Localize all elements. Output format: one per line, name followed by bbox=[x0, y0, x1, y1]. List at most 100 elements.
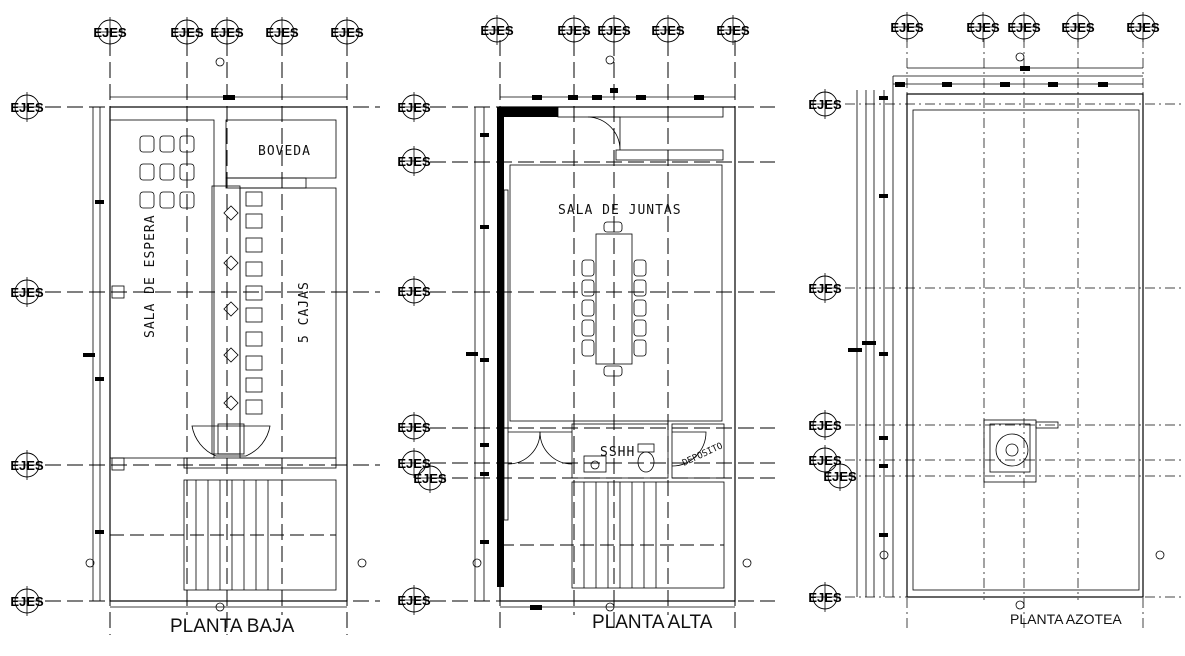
axis-bubble-label: EJES bbox=[890, 20, 924, 35]
axis-bubble: EJES bbox=[716, 15, 750, 45]
cashier-stations bbox=[223, 191, 263, 415]
tank-base bbox=[983, 419, 1037, 483]
label-deposito: DEPOSITO bbox=[681, 441, 725, 468]
plan-planta-baja: BOVEDA SALA DE ESPERA 5 CAJAS PLANTA BAJ… bbox=[45, 40, 380, 637]
axis-bubble-label: EJES bbox=[1007, 20, 1041, 35]
axis-bubble: EJES bbox=[10, 92, 44, 122]
section-marker-icon bbox=[357, 558, 367, 568]
axis-bubble: EJES bbox=[808, 582, 842, 612]
axis-bubble: EJES bbox=[413, 463, 447, 493]
meeting-table bbox=[595, 233, 633, 365]
label-sshh: SSHH bbox=[600, 445, 635, 460]
axis-bubble: EJES bbox=[597, 15, 631, 45]
stairs-baja bbox=[110, 457, 337, 591]
axis-bubble-label: EJES bbox=[397, 154, 431, 169]
axis-bubble: EJES bbox=[397, 448, 431, 478]
outer-wall-baja bbox=[109, 106, 348, 602]
parapet-inner bbox=[912, 109, 1140, 591]
label-boveda: BOVEDA bbox=[258, 144, 311, 159]
axis-bubble-label: EJES bbox=[330, 25, 364, 40]
west-wall-fill bbox=[497, 107, 504, 587]
axis-bubble-label: EJES bbox=[808, 453, 842, 468]
dimension-lines-azotea bbox=[848, 66, 1143, 597]
stairs-alta bbox=[500, 481, 725, 589]
axis-lines-horizontal-alta bbox=[430, 106, 775, 602]
axis-bubble: EJES bbox=[265, 17, 299, 47]
label-sala-juntas: SALA DE JUNTAS bbox=[558, 203, 682, 218]
cajas-outline bbox=[239, 187, 337, 459]
sshh-outline bbox=[571, 423, 669, 479]
section-marker-icon bbox=[1155, 550, 1165, 560]
axis-bubble-label: EJES bbox=[808, 281, 842, 296]
axis-bubble-label: EJES bbox=[397, 284, 431, 299]
vestibule bbox=[191, 425, 271, 457]
axis-lines-vertical-azotea bbox=[906, 38, 1144, 628]
axis-bubble: EJES bbox=[1126, 12, 1160, 42]
axis-bubble-label: EJES bbox=[808, 97, 842, 112]
axis-bubble-label: EJES bbox=[597, 23, 631, 38]
axis-bubble: EJES bbox=[397, 412, 431, 442]
section-marker-icon bbox=[215, 57, 225, 67]
door-left bbox=[507, 431, 541, 465]
axis-bubble-label: EJES bbox=[557, 23, 591, 38]
section-marker-icon bbox=[879, 550, 889, 560]
axis-bubble-label: EJES bbox=[10, 100, 44, 115]
label-cajas: 5 CAJAS bbox=[297, 281, 312, 343]
axis-bubble-label: EJES bbox=[397, 420, 431, 435]
section-marker-icon bbox=[1015, 52, 1025, 62]
axis-bubble: EJES bbox=[808, 89, 842, 119]
axis-bubble: EJES bbox=[397, 146, 431, 176]
axis-bubble-label: EJES bbox=[480, 23, 514, 38]
axis-bubble: EJES bbox=[10, 277, 44, 307]
axis-bubble: EJES bbox=[10, 586, 44, 616]
dimension-lines-baja bbox=[83, 95, 347, 608]
axis-bubble-label: EJES bbox=[265, 25, 299, 40]
axis-bubble: EJES bbox=[397, 276, 431, 306]
section-marker-icon bbox=[605, 602, 615, 612]
deposito-outline bbox=[671, 423, 725, 479]
axis-bubble-label: EJES bbox=[413, 471, 447, 486]
axis-bubble-label: EJES bbox=[1061, 20, 1095, 35]
section-marker-icon bbox=[472, 558, 482, 568]
label-sala-espera: SALA DE ESPERA bbox=[143, 214, 158, 338]
axis-bubble-label: EJES bbox=[808, 590, 842, 605]
axis-bubble-label: EJES bbox=[10, 594, 44, 609]
wall-fill bbox=[500, 107, 558, 117]
axis-bubble-label: EJES bbox=[170, 25, 204, 40]
door-top bbox=[587, 116, 621, 151]
axis-bubble: EJES bbox=[93, 17, 127, 47]
axis-bubble-label: EJES bbox=[93, 25, 127, 40]
plan-planta-alta: SALA DE JUNTAS SSHH DEPOSITO PLANTA ALTA bbox=[430, 40, 775, 633]
axis-bubble: EJES bbox=[1061, 12, 1095, 42]
axis-bubble-label: EJES bbox=[716, 23, 750, 38]
sala-espera-outline bbox=[109, 119, 215, 459]
section-marker-icon bbox=[215, 602, 225, 612]
axis-lines-horizontal-baja bbox=[45, 106, 380, 602]
axis-bubble: EJES bbox=[557, 15, 591, 45]
dimension-lines-alta bbox=[466, 88, 735, 610]
axis-bubble-label: EJES bbox=[966, 20, 1000, 35]
axis-bubble-label: EJES bbox=[651, 23, 685, 38]
axis-bubble-label: EJES bbox=[808, 418, 842, 433]
axis-bubble-label: EJES bbox=[210, 25, 244, 40]
title-planta-baja: PLANTA BAJA bbox=[170, 616, 295, 637]
section-marker-icon bbox=[605, 55, 615, 65]
sala-juntas-outline bbox=[509, 164, 723, 422]
axis-bubble: EJES bbox=[966, 12, 1000, 42]
outer-wall-alta bbox=[499, 106, 736, 602]
axis-lines-vertical-alta bbox=[499, 40, 736, 630]
axis-bubble: EJES bbox=[397, 92, 431, 122]
axis-bubble-label: EJES bbox=[823, 469, 857, 484]
axis-bubble-label: EJES bbox=[397, 456, 431, 471]
meeting-chairs bbox=[581, 221, 647, 377]
plan-planta-azotea: PLANTA AZOTEA bbox=[845, 38, 1185, 628]
axis-bubble: EJES bbox=[1007, 12, 1041, 42]
axis-bubble: EJES bbox=[823, 461, 857, 491]
section-marker-icon bbox=[85, 558, 95, 568]
axis-bubble: EJES bbox=[480, 15, 514, 45]
axis-bubble: EJES bbox=[397, 585, 431, 615]
water-tank-icon bbox=[995, 433, 1029, 467]
axis-bubble: EJES bbox=[808, 410, 842, 440]
